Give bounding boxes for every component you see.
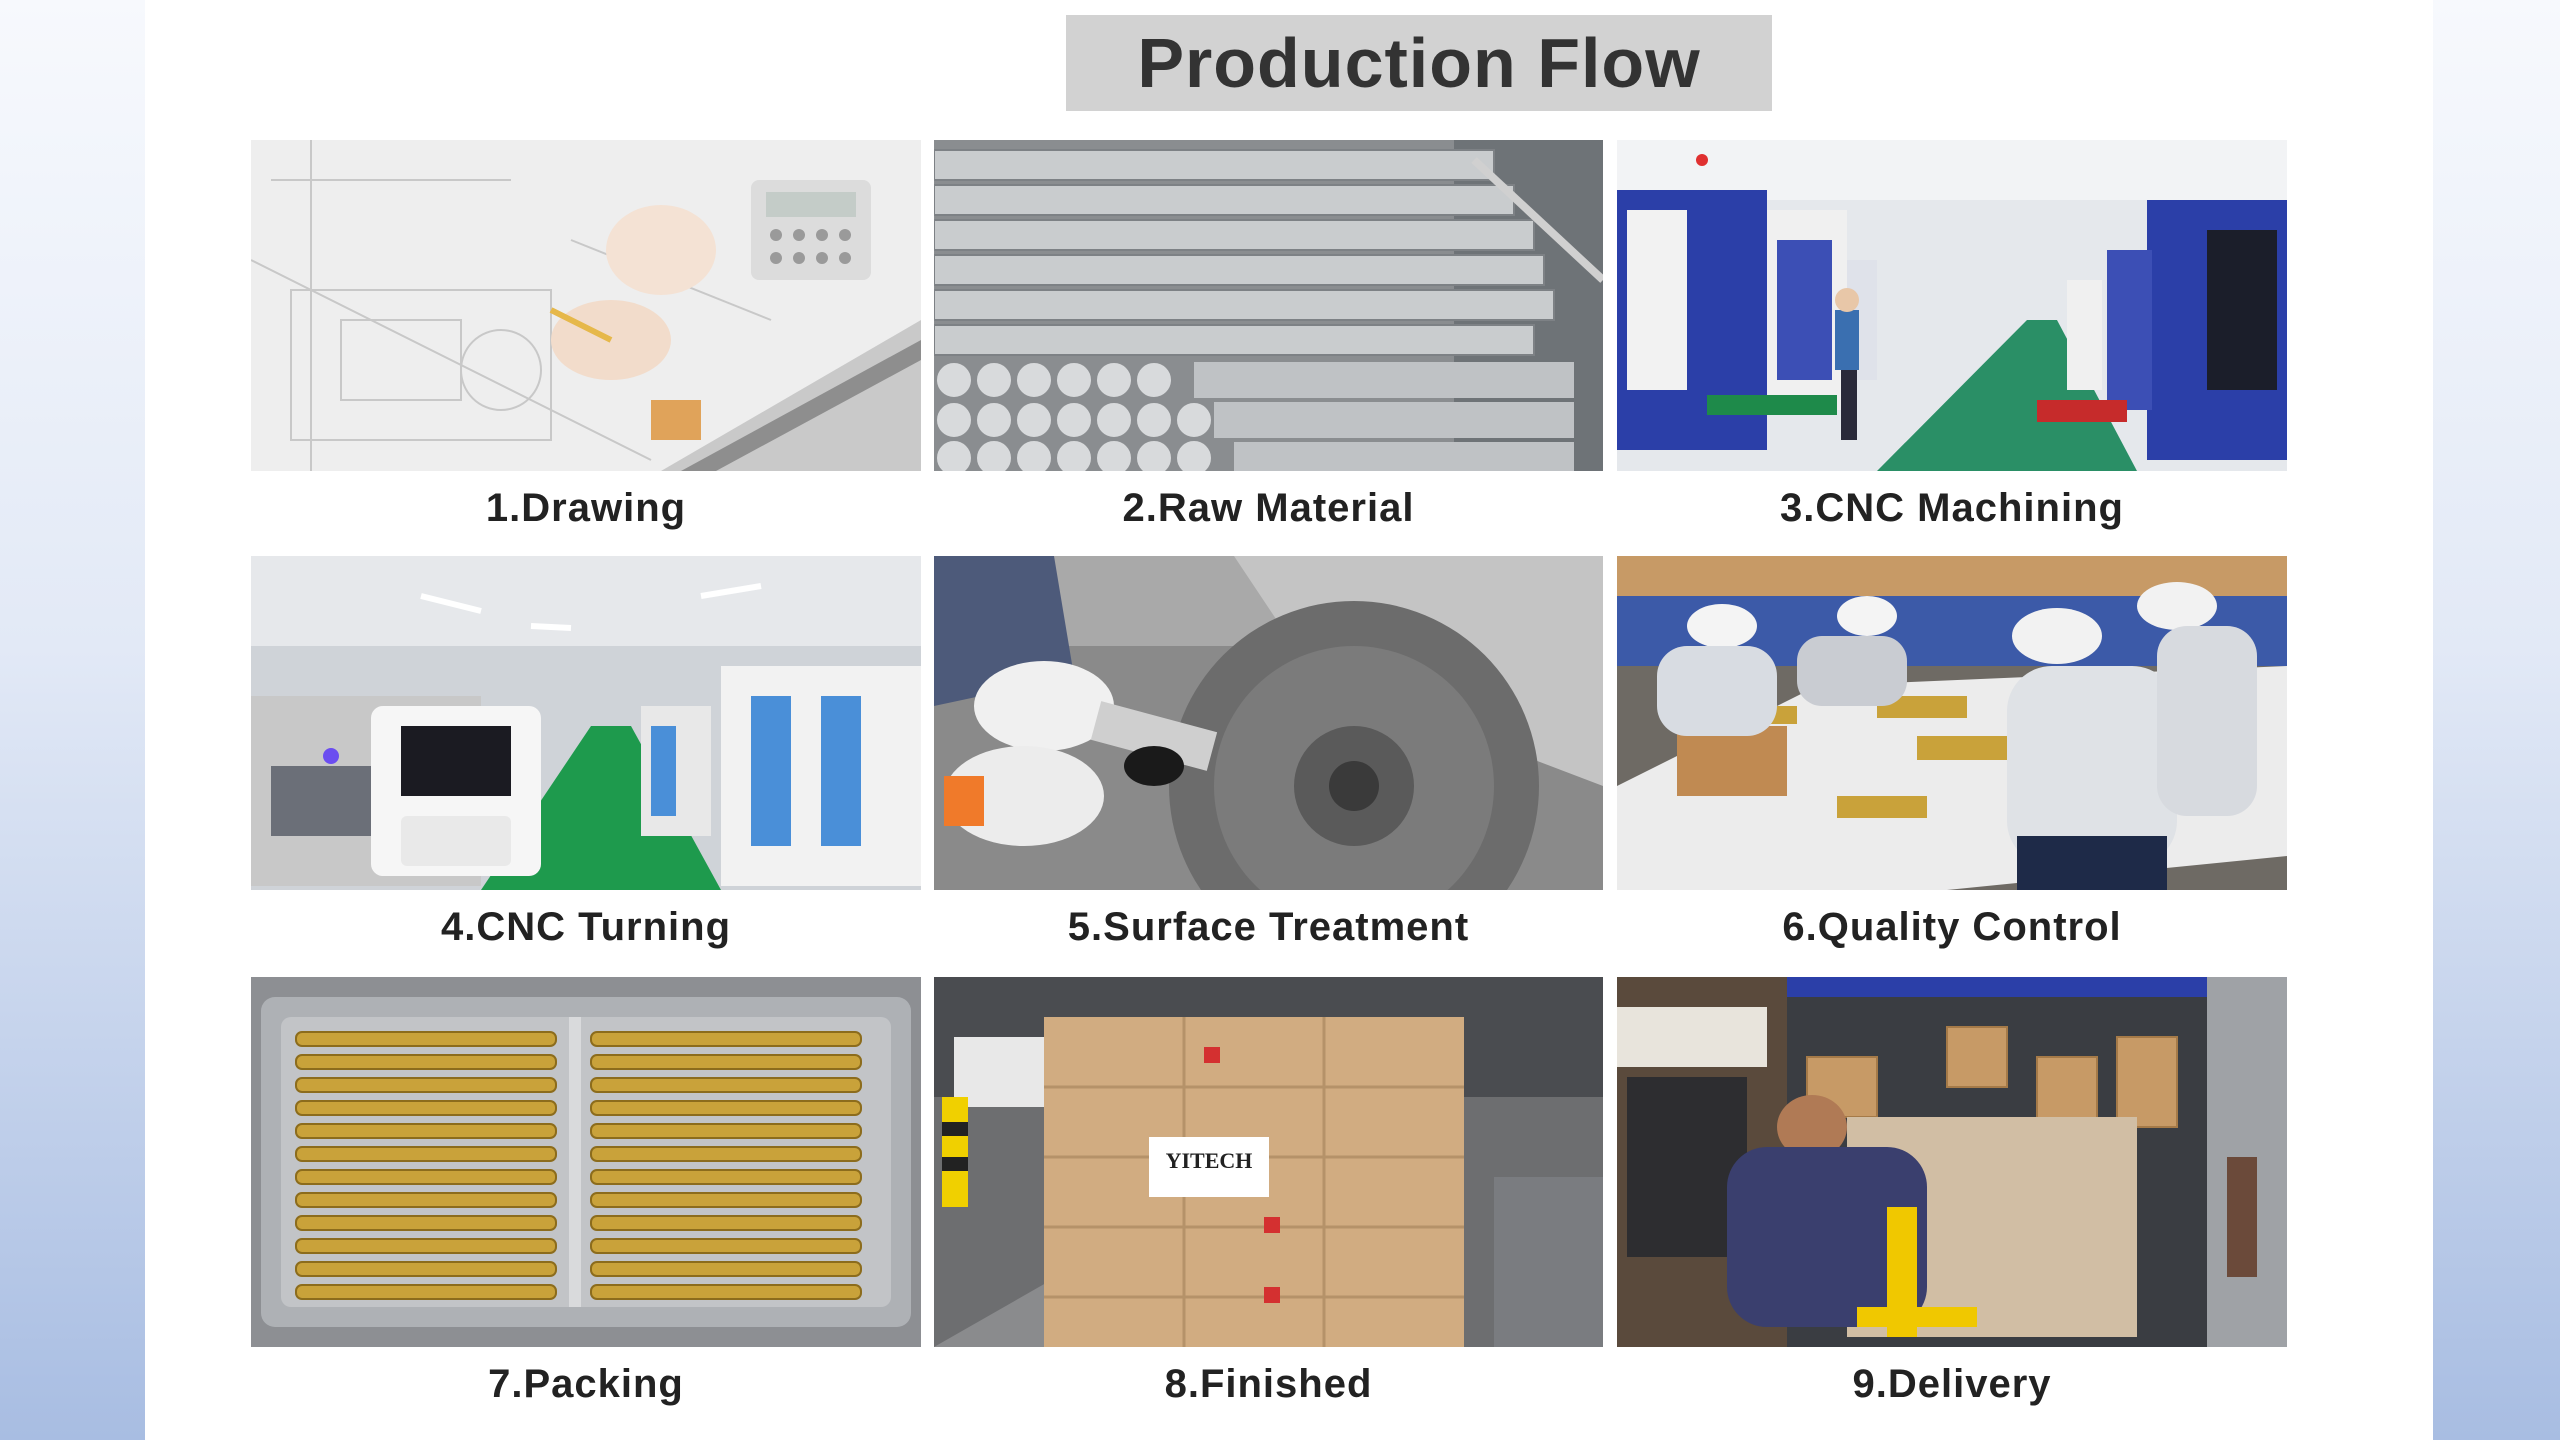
slide-sheet: Production Flow (145, 0, 2433, 1440)
step-label-2: 2.Raw Material (1122, 486, 1415, 530)
page-title: Production Flow (1137, 24, 1701, 102)
photo-surface-treatment (934, 556, 1603, 890)
step-label-5: 5.Surface Treatment (1067, 905, 1470, 949)
step-label-3: 3.CNC Machining (1780, 486, 2124, 530)
step-label-9: 9.Delivery (1852, 1362, 2052, 1406)
title-banner: Production Flow (1066, 15, 1772, 111)
step-label-1: 1.Drawing (485, 486, 687, 530)
photo-delivery (1617, 977, 2287, 1347)
step-label-4: 4.CNC Turning (440, 905, 731, 949)
photo-quality-control (1617, 556, 2287, 890)
step-label-6: 6.Quality Control (1782, 905, 2122, 949)
photo-finished (934, 977, 1603, 1347)
photo-packing (251, 977, 921, 1347)
photo-cnc-machining (1617, 140, 2287, 471)
step-label-8: 8.Finished (1164, 1362, 1373, 1406)
box-label-yitech: YITECH (1165, 1148, 1253, 1173)
photo-raw-material (934, 140, 1603, 471)
step-label-7: 7.Packing (488, 1362, 684, 1406)
photo-drawing (251, 140, 921, 471)
photo-cnc-turning (251, 556, 921, 890)
